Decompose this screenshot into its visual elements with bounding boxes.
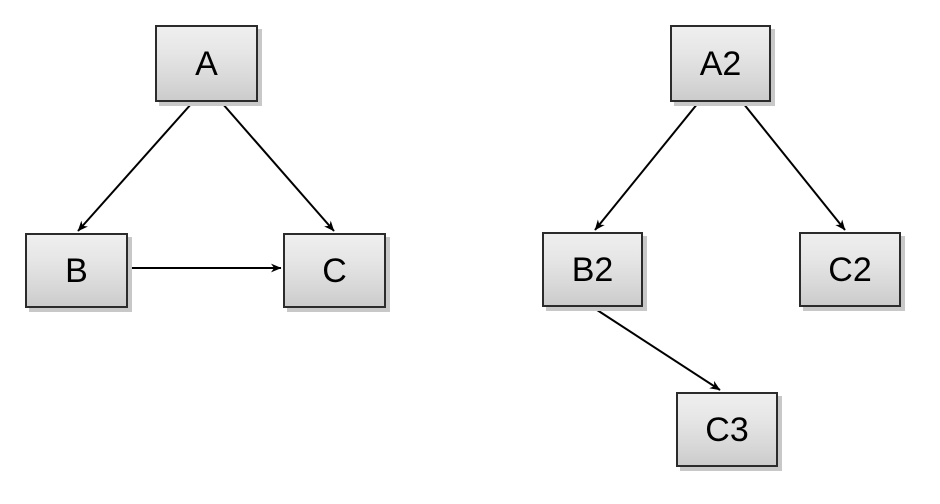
node-label: C3 (705, 410, 749, 449)
node-label: C2 (828, 250, 872, 289)
node-a[interactable]: A (155, 25, 258, 102)
edge-a-to-c (221, 102, 335, 232)
node-a2[interactable]: A2 (670, 25, 771, 102)
node-c[interactable]: C (283, 233, 386, 308)
node-b[interactable]: B (25, 233, 128, 308)
node-label: A (195, 44, 218, 83)
node-label: A2 (699, 44, 742, 83)
edge-a2-to-c2 (742, 102, 846, 231)
node-c3[interactable]: C3 (676, 392, 778, 467)
node-label: C (322, 251, 347, 290)
edges-graph-right (593, 102, 846, 391)
node-c2[interactable]: C2 (799, 232, 901, 307)
edge-b2-to-c3 (593, 307, 721, 391)
edges-graph-left (77, 102, 335, 273)
node-b2[interactable]: B2 (542, 232, 643, 307)
node-label: B (65, 251, 88, 290)
edge-a-to-b (77, 102, 193, 232)
node-label: B2 (571, 250, 614, 289)
edge-a2-to-b2 (594, 102, 699, 231)
